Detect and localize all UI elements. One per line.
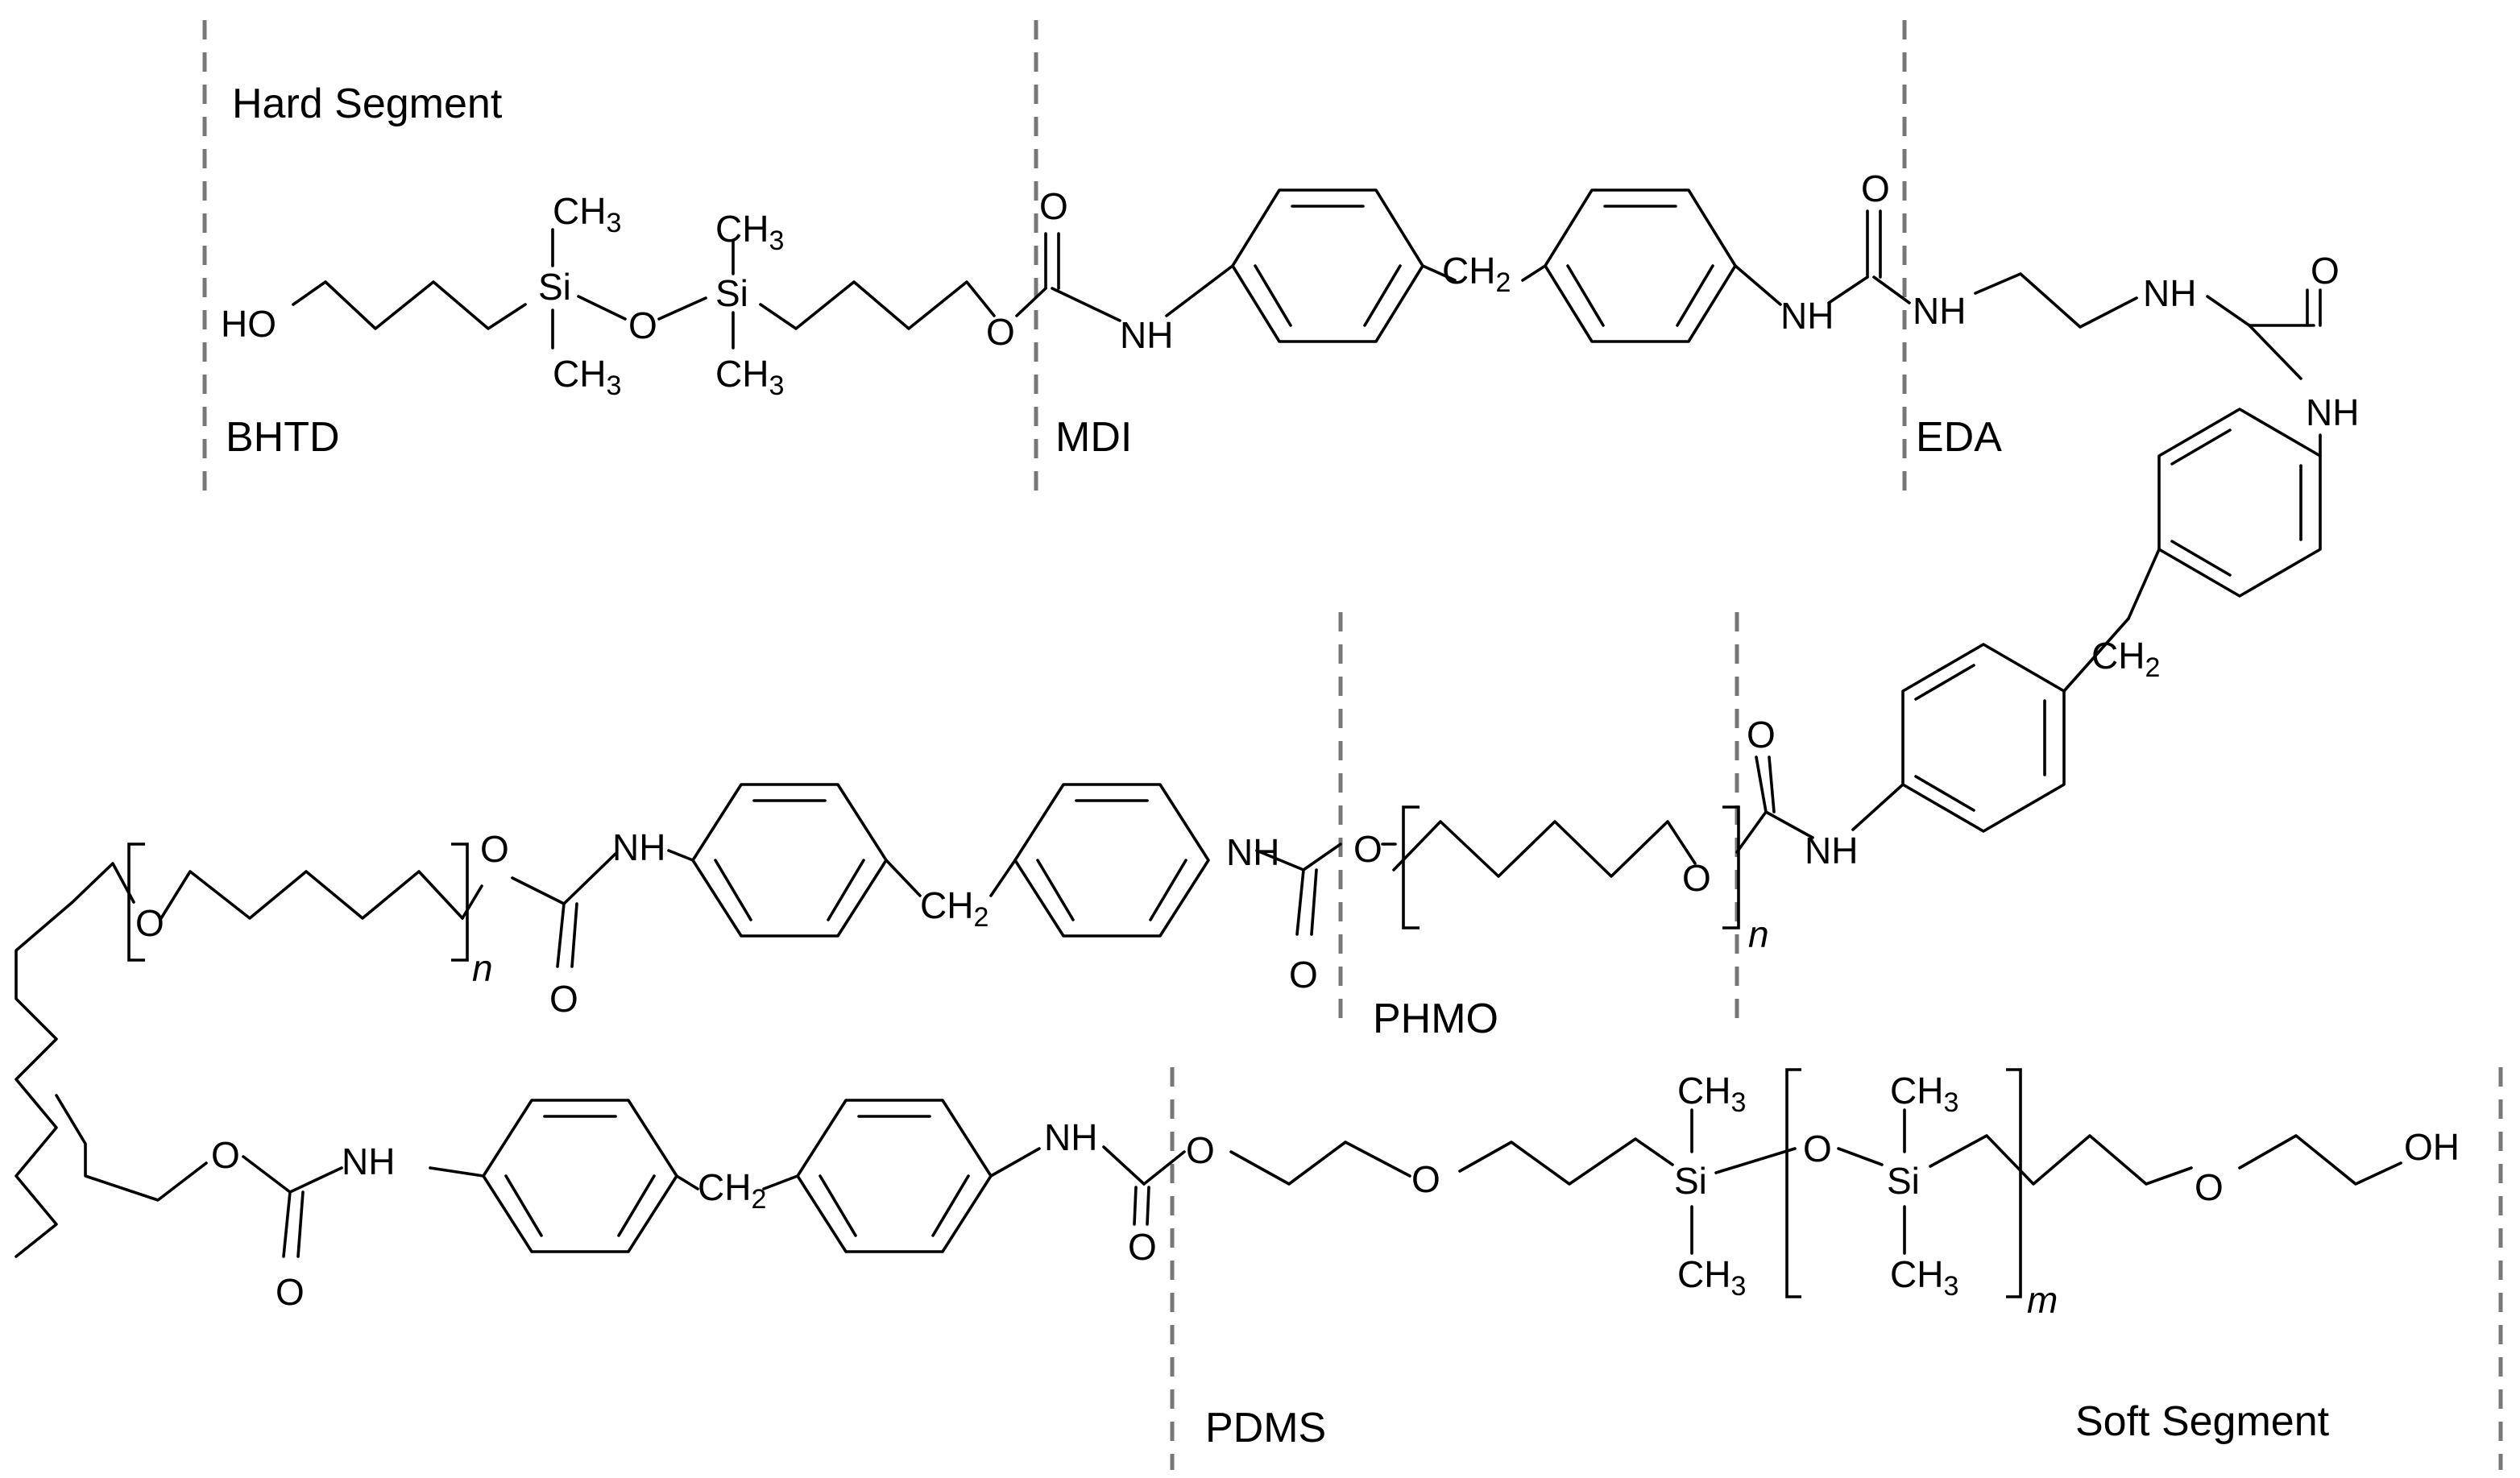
label-eda: EDA	[1916, 414, 2002, 461]
label-hard-segment: Hard Segment	[232, 81, 503, 127]
atom-o-carbonyl-4: O	[1747, 714, 1776, 756]
atom-nh-7: NH	[1226, 831, 1279, 873]
atom-o-carbonyl-6: O	[549, 978, 578, 1020]
bracket-pdms-open	[1785, 1068, 1801, 1298]
right-mdi-bonds	[1851, 408, 2322, 833]
atom-ch2-4: CH2	[698, 1166, 766, 1215]
bracket-left-n-open	[127, 843, 145, 962]
atom-o-ester-2: O	[480, 828, 509, 870]
label-mdi: MDI	[1055, 414, 1132, 461]
atom-o-phmo-1: O	[1353, 828, 1382, 870]
segment-labels: Hard Segment BHTD MDI EDA PHMO PDMS Soft…	[226, 81, 2330, 1451]
atom-nh-10: NH	[1044, 1116, 1097, 1158]
atom-o-pdms-ether-2: O	[2195, 1166, 2224, 1208]
row-1-bonds	[292, 188, 2322, 457]
label-phmo: PHMO	[1373, 996, 1498, 1042]
atom-ch3-3b: CH3	[1677, 1253, 1746, 1302]
atom-o-phmo-2: O	[1682, 857, 1711, 899]
atom-ch2-2: CH2	[2091, 635, 2160, 683]
atom-nh-9: NH	[342, 1141, 395, 1182]
atom-o-siloxane: O	[628, 304, 657, 346]
bracket-left-n-close	[451, 843, 469, 962]
atom-o-left-n: O	[135, 902, 164, 944]
atom-ch3-2b: CH3	[715, 353, 784, 401]
atom-o-ester-3: O	[211, 1134, 240, 1176]
label-bhtd: BHTD	[226, 414, 340, 461]
atom-o-carbonyl-5: O	[1289, 954, 1318, 996]
atom-o-ester-4: O	[1186, 1129, 1215, 1171]
bracket-pdms-close	[2006, 1068, 2022, 1298]
atom-o-carbonyl-7: O	[276, 1271, 305, 1313]
bracket-phmo-close	[1722, 805, 1740, 929]
atom-ch3-4b: CH3	[1890, 1253, 1958, 1302]
atom-nh-6: NH	[1805, 830, 1858, 871]
repeat-n-left: n	[472, 947, 493, 989]
atom-ch3-1a: CH3	[553, 190, 621, 238]
repeat-brackets	[127, 805, 2022, 1298]
atom-nh-3: NH	[1913, 290, 1966, 332]
segment-dividers	[202, 20, 2503, 1470]
atom-nh-5: NH	[2306, 391, 2359, 433]
atom-o-carbonyl-2: O	[1861, 168, 1890, 209]
atom-nh-4: NH	[2143, 272, 2196, 314]
atom-si-1: Si	[538, 266, 571, 308]
atom-oh-end: OH	[2404, 1126, 2460, 1168]
atom-si-2: Si	[715, 272, 748, 314]
label-soft-segment: Soft Segment	[2075, 1398, 2330, 1445]
atom-ch3-1b: CH3	[553, 353, 621, 401]
atom-o-pdms-ether-1: O	[1411, 1158, 1440, 1200]
atom-ch2-1: CH2	[1442, 250, 1511, 298]
atom-ho-bhtd: HO	[221, 303, 276, 345]
atom-ch2-3: CH2	[920, 884, 989, 933]
atom-ch3-4a: CH3	[1890, 1070, 1958, 1118]
atom-o-siloxane-2: O	[1803, 1128, 1832, 1170]
label-pdms: PDMS	[1205, 1405, 1326, 1451]
row-2-bonds	[15, 756, 1814, 1258]
repeat-m-pdms: m	[2027, 1279, 2058, 1321]
atom-o-ester-1: O	[986, 311, 1015, 353]
atom-nh-2: NH	[1780, 295, 1834, 337]
bracket-phmo-open	[1402, 805, 1420, 929]
atom-si-4: Si	[1887, 1160, 1920, 1202]
row-3-bonds	[55, 1094, 2402, 1258]
repeat-n-phmo: n	[1748, 913, 1769, 955]
atom-ch3-2a: CH3	[715, 208, 784, 256]
atom-si-3: Si	[1674, 1160, 1707, 1202]
atom-nh-8: NH	[612, 826, 665, 868]
atom-ch3-3a: CH3	[1677, 1070, 1746, 1118]
atom-o-carbonyl-1: O	[1039, 185, 1068, 227]
atom-labels: HO Si CH3 CH3 O Si CH3 CH3 O O NH CH2 NH…	[135, 168, 2460, 1321]
atom-nh-1: NH	[1120, 314, 1173, 356]
atom-o-carbonyl-8: O	[1128, 1226, 1157, 1268]
atom-o-carbonyl-3: O	[2311, 250, 2340, 292]
